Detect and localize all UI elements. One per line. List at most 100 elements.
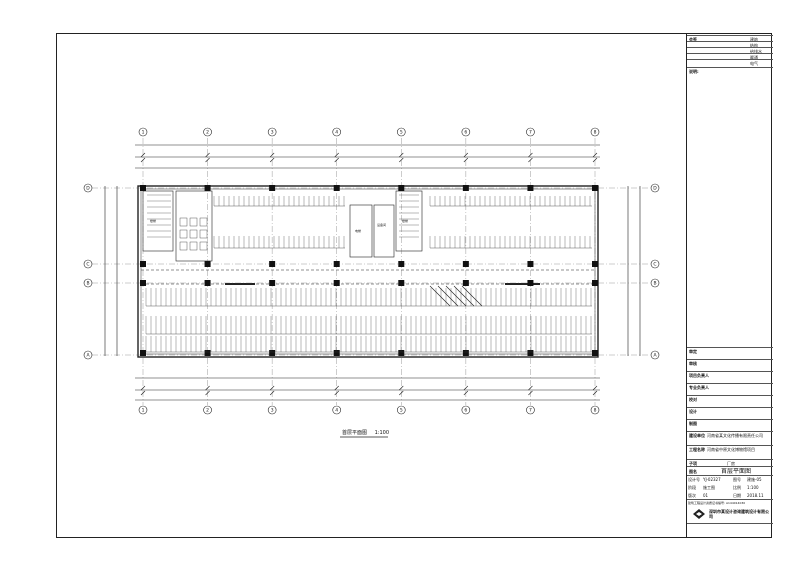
axis-bubble-col-8-top — [590, 127, 600, 137]
scale-label: 比例 — [733, 485, 741, 490]
sheet-no-label: 图号 — [733, 477, 741, 482]
dim-tick-col-2 — [205, 157, 210, 163]
axis-bubble-col-3-bottom — [267, 405, 277, 415]
dim-tick-col-3 — [269, 157, 275, 163]
drawing-caption: 首层平面图 1:100 — [342, 429, 395, 436]
axis-label-row-D: D — [653, 186, 657, 192]
axis-bubble-row-A-left — [83, 350, 93, 360]
axis-bubble-col-5-top — [396, 127, 406, 137]
column-0-7 — [592, 185, 598, 191]
axis-label-row-A: A — [86, 353, 90, 359]
version: 01 — [703, 493, 709, 498]
axis-label-row-C: C — [653, 262, 656, 268]
axis-bubble-col-2-top — [203, 127, 212, 137]
notes-row: 说明: — [687, 67, 773, 75]
axis-bubble-row-C-right — [650, 259, 660, 269]
elevator-core — [349, 204, 373, 258]
staff-label: 专业负责人 — [689, 385, 709, 390]
project-no: YJ-02327 — [703, 477, 721, 482]
toilet-fixture — [189, 241, 198, 251]
date: 2018.11 — [747, 493, 764, 498]
axis-label-col-3: 3 — [271, 408, 274, 414]
axis-label-col-7: 7 — [529, 408, 532, 414]
subitem-label: 子项 — [689, 461, 697, 466]
dim-tick-col-8 — [592, 390, 598, 396]
axis-label-col-4: 4 — [335, 130, 338, 136]
column-2-0 — [140, 280, 146, 286]
axis-bubble-col-7-top — [526, 127, 535, 137]
subitem-row: 子项 厂房 — [687, 459, 773, 466]
subitem-value: 厂房 — [727, 461, 735, 466]
axis-label-col-8: 8 — [594, 130, 597, 136]
dim-tick-col-6 — [463, 152, 469, 158]
toilet-fixture — [199, 229, 208, 239]
dim-tick-col-1 — [140, 152, 146, 158]
axis-label-col-8: 8 — [594, 408, 597, 414]
staff-label: 制图 — [689, 421, 697, 426]
axis-bubble-col-2-bottom — [203, 405, 212, 415]
column-3-1 — [204, 350, 211, 356]
dim-tick-col-5 — [399, 152, 404, 158]
signoff-row: 会签建筑 — [687, 35, 773, 42]
axis-label-row-A: A — [653, 353, 657, 359]
dim-tick-col-5 — [399, 390, 404, 396]
staff-label: 校对 — [689, 397, 697, 402]
column-0-6 — [527, 185, 534, 191]
dim-tick-col-6 — [463, 390, 469, 396]
project-label: 工程名称 — [689, 447, 705, 452]
column-2-5 — [462, 280, 469, 286]
axis-label-col-1: 1 — [142, 130, 145, 136]
signoff-value2: 给排水 — [750, 49, 762, 54]
axis-bubble-row-D-right — [650, 183, 660, 193]
axis-label-col-2: 2 — [206, 408, 209, 414]
column-3-0 — [140, 350, 146, 356]
dim-tick-col-1 — [140, 157, 146, 163]
dim-tick-col-3 — [269, 152, 275, 158]
version-label: 版次 — [688, 493, 696, 498]
axis-bubble-row-D-left — [83, 183, 93, 193]
toilet-fixture — [179, 217, 188, 227]
axis-bubble-col-7-bottom — [526, 405, 535, 415]
column-0-3 — [333, 185, 340, 191]
client-label: 建设单位 — [689, 433, 705, 438]
toilet-fixture — [179, 229, 188, 239]
axis-label-row-D: D — [86, 186, 90, 192]
dim-tick-col-2 — [205, 385, 210, 391]
client-row: 建设单位 河南省某文化传播有限责任公司 — [687, 431, 773, 445]
client-value: 河南省某文化传播有限责任公司 — [707, 433, 763, 438]
dim-tick-col-8 — [592, 385, 598, 391]
dim-tick-col-7 — [528, 385, 533, 391]
staff-label: 审定 — [689, 349, 697, 354]
staff-row: 专业负责人 — [687, 383, 773, 395]
date-label: 日期 — [733, 493, 741, 498]
signoff-value2: 结构 — [750, 43, 758, 48]
signoff-value2: 建筑 — [750, 37, 758, 42]
toilet-fixture — [179, 241, 188, 251]
room-label-stair-center: 楼梯 — [402, 218, 408, 223]
dim-tick-col-2 — [205, 390, 210, 396]
column-1-4 — [398, 261, 405, 267]
sheet-border — [56, 33, 772, 538]
scale: 1:100 — [747, 485, 759, 490]
company-name: 深圳市某设计咨询建筑设计有限公司 — [709, 509, 769, 519]
axis-bubble-col-4-top — [332, 127, 342, 137]
axis-bubble-row-B-left — [83, 278, 93, 288]
staff-row: 项目负责人 — [687, 371, 773, 383]
dim-tick-col-7 — [528, 390, 533, 396]
signoff-row: 暖通 — [687, 53, 773, 60]
staff-row: 审定 — [687, 347, 773, 359]
dim-tick-col-6 — [463, 157, 469, 163]
dim-tick-col-4 — [334, 152, 339, 158]
project-no-label: 设计号 — [688, 477, 700, 482]
stair-center — [395, 190, 423, 252]
axis-label-col-4: 4 — [335, 408, 338, 414]
column-3-5 — [462, 350, 469, 356]
dim-tick-col-1 — [140, 390, 146, 396]
meta-block: 设计号 YJ-02327 图号 建施-05 阶段 施工图 比例 1:100 版次… — [687, 475, 773, 499]
dim-tick-col-4 — [334, 390, 339, 396]
dim-tick-col-3 — [269, 385, 275, 391]
machine-room — [373, 204, 395, 258]
column-3-7 — [592, 350, 598, 356]
column-1-6 — [527, 261, 534, 267]
